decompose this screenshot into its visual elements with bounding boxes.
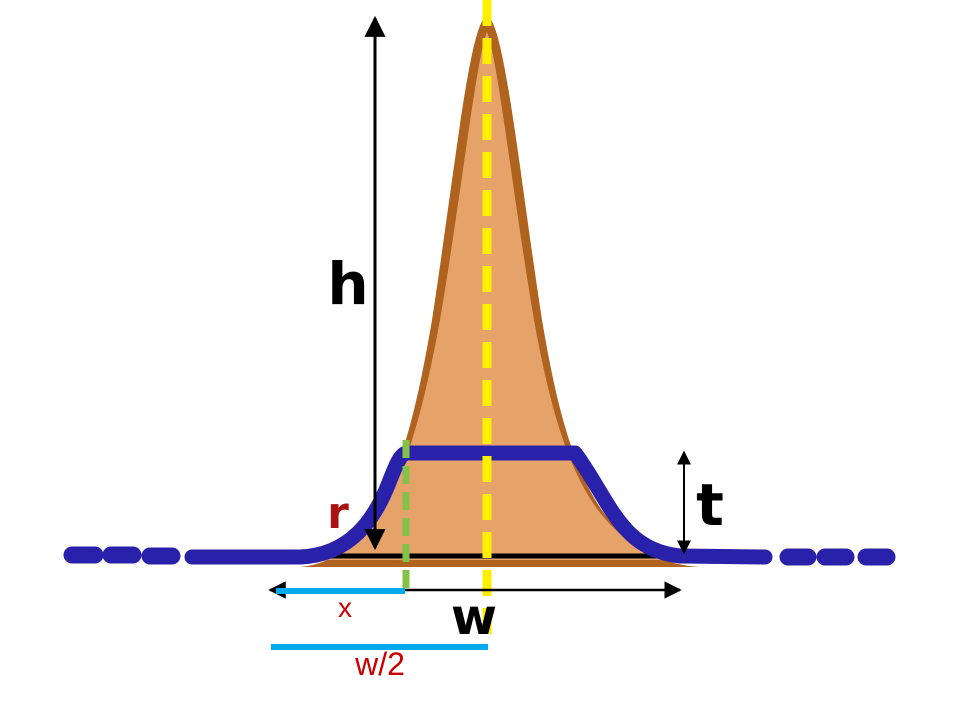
- profile-dashed-left: [63, 546, 181, 565]
- x-label: x: [338, 592, 352, 623]
- t-label: t: [696, 471, 724, 539]
- w-half-label: w/2: [354, 646, 405, 682]
- r-label: r: [327, 488, 349, 539]
- spike-fill: [318, 32, 680, 560]
- w-label: w: [451, 588, 497, 646]
- h-label: h: [327, 250, 368, 318]
- profile-curve: [184, 445, 773, 565]
